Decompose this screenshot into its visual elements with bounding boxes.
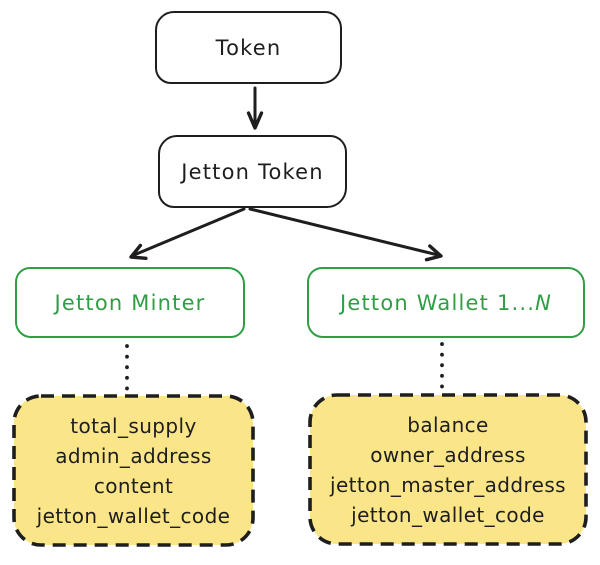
node-jetton-wallet: Jetton Wallet 1...N — [307, 267, 585, 338]
edge-jetton-token-to-minter-arrowhead — [129, 243, 148, 260]
node-token-label: Token — [215, 35, 282, 60]
node-token: Token — [155, 11, 342, 84]
node-jetton-minter: Jetton Minter — [15, 267, 245, 338]
node-jetton-wallet-label: Jetton Wallet 1... — [339, 290, 536, 315]
wallet-field-jetton-wallet-code: jetton_wallet_code — [351, 502, 545, 527]
edge-jetton-token-to-minter — [129, 207, 246, 260]
node-jetton-wallet-label-n: N — [535, 290, 553, 315]
edge-jetton-token-to-wallet-shaft — [248, 207, 440, 257]
node-jetton-minter-label: Jetton Minter — [54, 290, 206, 315]
minter-fields-box — [12, 394, 255, 547]
wallet-fields-box — [308, 393, 588, 546]
edge-token-to-jetton-token-arrowhead — [246, 111, 264, 130]
edge-token-to-jetton-token — [246, 86, 264, 130]
minter-field-admin-address: admin_address — [55, 443, 212, 468]
minter-field-jetton-wallet-code: jetton_wallet_code — [36, 503, 231, 528]
edge-jetton-token-to-wallet — [248, 207, 443, 262]
node-jetton-token-label: Jetton Token — [181, 159, 324, 184]
wallet-field-owner-address: owner_address — [370, 442, 526, 467]
edge-jetton-token-to-wallet-arrowhead — [424, 244, 443, 262]
node-jetton-token: Jetton Token — [158, 135, 347, 208]
wallet-field-balance: balance — [407, 412, 489, 437]
edge-jetton-token-to-minter-shaft — [132, 207, 246, 257]
wallet-field-jetton-master-address: jetton_master_address — [330, 472, 566, 497]
minter-fields-list: total_supply admin_address content jetto… — [12, 394, 255, 547]
minter-field-total-supply: total_supply — [70, 413, 197, 438]
wallet-fields-list: balance owner_address jetton_master_addr… — [308, 393, 588, 546]
minter-field-content: content — [93, 473, 174, 498]
